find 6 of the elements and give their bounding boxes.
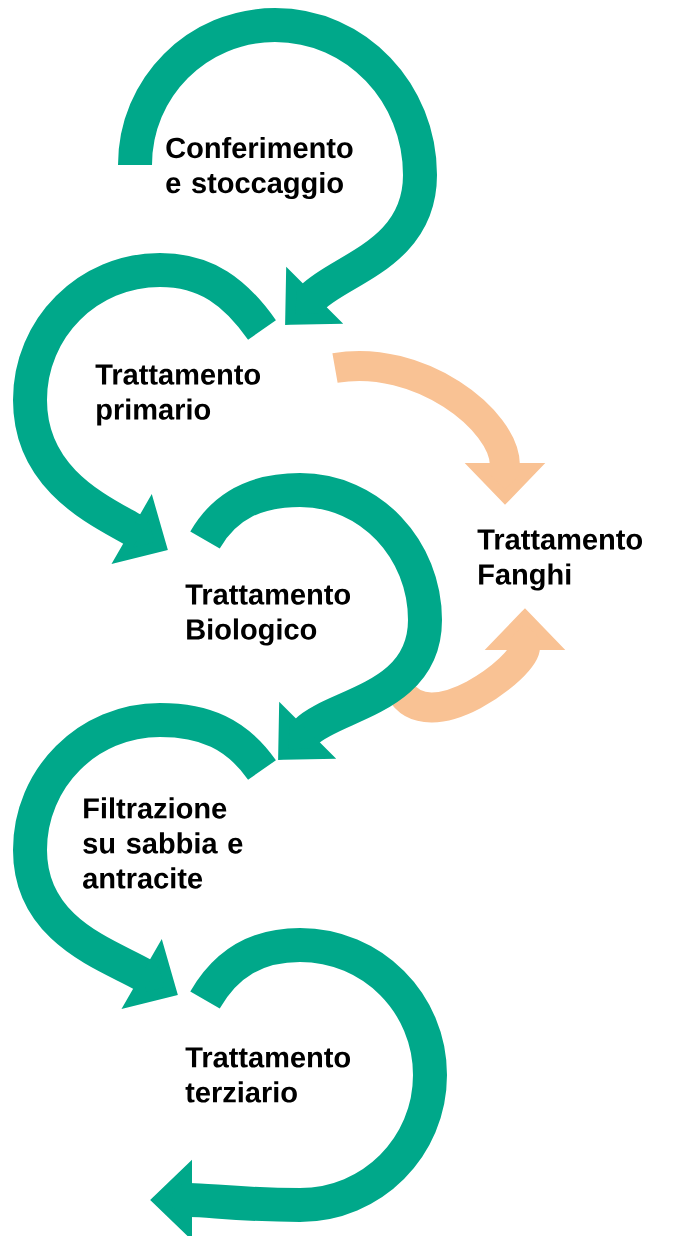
step-label: Filtrazione su sabbia e antracite xyxy=(83,797,243,889)
step-label: Trattamento terziario xyxy=(185,1047,350,1103)
step-label: Trattamento Biologico xyxy=(185,584,350,646)
step-label: Trattamento Fanghi xyxy=(477,529,642,591)
step-label: Trattamento primario xyxy=(95,364,260,426)
step-label: Conferimento e stoccaggio xyxy=(166,136,353,200)
